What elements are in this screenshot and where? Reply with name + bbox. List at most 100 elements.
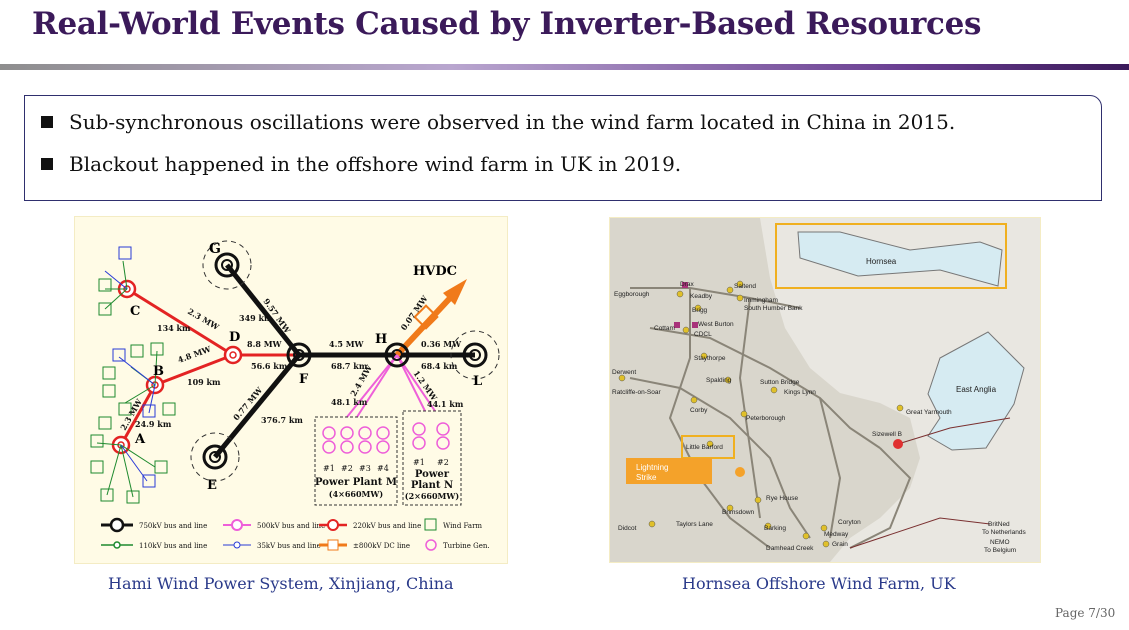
svg-text:West Burton: West Burton — [698, 321, 734, 328]
svg-text:Damhead Creek: Damhead Creek — [766, 545, 814, 552]
bullet-box: Sub-synchronous oscillations were observ… — [24, 95, 1102, 201]
svg-text:(2×660MW): (2×660MW) — [405, 491, 460, 501]
line-b-d — [154, 353, 234, 387]
diagram-legend: 750kV bus and line 500kV bus and line 22… — [101, 517, 490, 551]
svg-text:Hornsea: Hornsea — [866, 257, 897, 266]
svg-text:Great Yarmouth: Great Yarmouth — [906, 409, 952, 416]
left-figure-caption: Hami Wind Power System, Xinjiang, China — [108, 574, 454, 593]
svg-text:Derwent: Derwent — [612, 369, 636, 376]
bullet-text: Sub-synchronous oscillations were observ… — [69, 110, 956, 134]
node-l — [462, 342, 488, 368]
bullet-item: Blackout happened in the offshore wind f… — [41, 152, 681, 176]
svg-text:#2: #2 — [341, 464, 353, 473]
svg-text:68.7 km: 68.7 km — [331, 361, 368, 371]
svg-text:Peterborough: Peterborough — [746, 415, 786, 422]
line-g-f — [225, 263, 301, 357]
svg-text:110kV bus and line: 110kV bus and line — [139, 542, 207, 550]
square-bullet-icon — [41, 158, 53, 170]
svg-text:Keadby: Keadby — [690, 293, 713, 300]
svg-text:44.1 km: 44.1 km — [427, 399, 464, 409]
plant-n-label: Power — [415, 469, 450, 480]
node-label-a: A — [134, 432, 146, 447]
hami-system-diagram: G C D B A F E H L HVDC 9.57 MW 349 km 2.… — [74, 216, 508, 564]
node-label-g: G — [209, 241, 221, 257]
wind-farm-icons — [90, 246, 176, 504]
svg-text:24.9 km: 24.9 km — [135, 419, 172, 429]
svg-text:±800kV DC line: ±800kV DC line — [353, 542, 410, 550]
svg-text:Didcot: Didcot — [618, 525, 637, 532]
svg-text:Staythorpe: Staythorpe — [694, 355, 726, 362]
plant-m-label: Power Plant M — [315, 477, 397, 488]
svg-text:Corby: Corby — [690, 407, 708, 414]
line-c-d — [126, 287, 234, 357]
svg-text:Plant N: Plant N — [411, 480, 453, 491]
node-e — [202, 444, 228, 470]
svg-text:Rye House: Rye House — [766, 495, 799, 502]
svg-text:South Humber Bank: South Humber Bank — [744, 305, 803, 312]
line-f-e — [213, 353, 301, 459]
svg-text:4.8 MW: 4.8 MW — [176, 343, 213, 365]
east-anglia-zone — [927, 331, 1025, 451]
node-g — [214, 252, 240, 278]
svg-text:Grain: Grain — [832, 541, 848, 548]
hvdc-arrowhead — [443, 279, 467, 305]
svg-text:349 km: 349 km — [239, 313, 273, 323]
node-label-b: B — [153, 364, 164, 379]
svg-text:750kV bus and line: 750kV bus and line — [139, 522, 207, 530]
slide-title: Real-World Events Caused by Inverter-Bas… — [32, 6, 982, 42]
svg-text:4.5 MW: 4.5 MW — [329, 339, 365, 349]
svg-text:Immingham: Immingham — [744, 297, 778, 304]
svg-text:Wind Farm: Wind Farm — [443, 522, 482, 530]
svg-text:Spalding: Spalding — [706, 377, 732, 384]
hornsea-map: Lightning Strike Hornsea East Anglia Dra… — [609, 217, 1041, 563]
hornsea-highlight — [775, 223, 1007, 289]
hvdc-label: HVDC — [413, 264, 457, 279]
power-plant-n-box — [402, 410, 462, 506]
svg-text:BritNed: BritNed — [988, 521, 1010, 528]
svg-text:Kings Lynn: Kings Lynn — [784, 389, 816, 396]
svg-text:Saltend: Saltend — [734, 283, 756, 290]
lightning-strike-tag — [626, 458, 712, 484]
node-label-c: C — [130, 304, 140, 319]
line-a-b — [119, 384, 157, 446]
svg-text:Ratcliffe-on-Soar: Ratcliffe-on-Soar — [612, 389, 661, 396]
uk-grid-map-svg: Lightning Strike Hornsea East Anglia Dra… — [610, 218, 1026, 562]
svg-text:Coryton: Coryton — [838, 519, 861, 526]
bullet-item: Sub-synchronous oscillations were observ… — [41, 110, 955, 134]
svg-text:8.8 MW: 8.8 MW — [247, 339, 283, 349]
node-label-l: L — [473, 374, 482, 389]
svg-text:Brimsdown: Brimsdown — [722, 509, 755, 516]
svg-text:Brigg: Brigg — [692, 307, 708, 314]
svg-text:500kV bus and line: 500kV bus and line — [257, 522, 325, 530]
svg-text:Taylors Lane: Taylors Lane — [676, 521, 713, 528]
svg-text:Barking: Barking — [764, 525, 786, 532]
svg-text:To Netherlands: To Netherlands — [982, 529, 1026, 536]
node-label-h: H — [375, 332, 387, 347]
hornsea-zone — [797, 231, 1003, 287]
svg-text:Turbine Gen.: Turbine Gen. — [443, 542, 490, 550]
power-plant-m-box — [314, 416, 398, 506]
svg-text:#1: #1 — [323, 464, 335, 473]
svg-text:#4: #4 — [377, 464, 389, 473]
page-number: Page 7/30 — [1055, 606, 1116, 620]
svg-text:#3: #3 — [359, 464, 371, 473]
svg-text:220kV bus and line: 220kV bus and line — [353, 522, 421, 530]
node-f — [286, 342, 312, 368]
node-label-e: E — [207, 478, 217, 493]
svg-text:0.36 MW: 0.36 MW — [421, 339, 462, 349]
svg-text:#2: #2 — [437, 458, 449, 467]
svg-text:376.7 km: 376.7 km — [261, 415, 303, 425]
svg-text:Cottam: Cottam — [654, 325, 675, 332]
svg-text:Drax: Drax — [680, 281, 694, 288]
svg-text:35kV bus and line: 35kV bus and line — [257, 542, 321, 550]
title-divider — [0, 64, 1129, 70]
bullet-text: Blackout happened in the offshore wind f… — [69, 152, 682, 176]
right-figure-caption: Hornsea Offshore Wind Farm, UK — [682, 574, 956, 593]
grid-diagram-svg: G C D B A F E H L HVDC 9.57 MW 349 km 2.… — [90, 240, 500, 551]
svg-text:68.4 km: 68.4 km — [421, 361, 458, 371]
svg-text:56.6 km: 56.6 km — [251, 361, 288, 371]
svg-text:134 km: 134 km — [157, 323, 191, 333]
sizewell-b-marker — [893, 439, 903, 449]
node-label-f: F — [299, 372, 309, 387]
svg-text:#1: #1 — [413, 458, 425, 467]
